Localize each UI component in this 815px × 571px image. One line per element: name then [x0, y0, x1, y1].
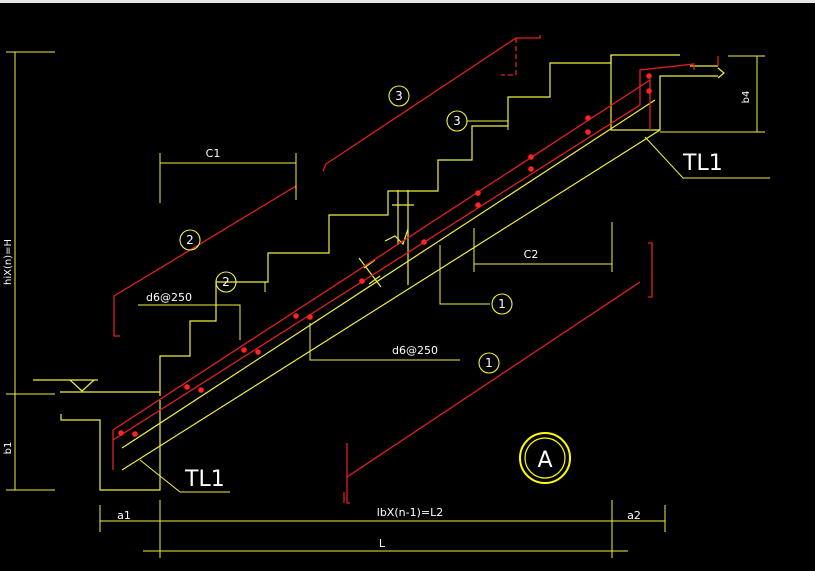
- label-d6-top: d6@250: [146, 291, 192, 304]
- rebar-dot: [585, 115, 591, 121]
- rebar-dots: [118, 73, 652, 437]
- window-top-border: [0, 0, 815, 3]
- rebar-1-hook: [648, 242, 653, 298]
- callout-c1-mid: [491, 293, 513, 315]
- label-a2: a2: [627, 509, 641, 522]
- rebar-dot: [184, 384, 190, 390]
- rebar-dot: [585, 129, 591, 135]
- label-c1: C1: [206, 147, 221, 160]
- section-mark-text: A: [537, 448, 552, 473]
- label-h-left: hiX(n)=H: [3, 239, 14, 285]
- slab-soffit-line: [121, 129, 661, 471]
- rebar-dot: [198, 387, 204, 393]
- thickness-tick-1: [363, 259, 376, 269]
- label-tl1-bottom: TL1: [184, 467, 225, 492]
- main-rebar-top: [112, 63, 695, 441]
- callout-c2-top-text: 2: [186, 233, 194, 247]
- rebar-1-detail: [346, 443, 350, 504]
- callout-c2-top: [179, 229, 201, 251]
- ground-triangle-bottom: [69, 379, 95, 392]
- label-c2: C2: [524, 248, 539, 261]
- leader-c1-mid: [439, 245, 490, 305]
- leader-tl1-bottom: [139, 459, 230, 493]
- rebar-2-detail: [113, 184, 297, 337]
- rebar-dot: [646, 88, 652, 94]
- rebar-dot: [475, 190, 481, 196]
- rebar-dot: [528, 154, 534, 160]
- joint-break: [384, 228, 409, 246]
- rebar-dot: [475, 202, 481, 208]
- rebar-dot: [421, 239, 427, 245]
- rebar-1-line: [346, 281, 641, 478]
- rebar-dot: [293, 313, 299, 319]
- rebar-dot: [241, 347, 247, 353]
- callout-c3-mid: [446, 110, 468, 132]
- top-step-mark: [717, 67, 725, 79]
- callout-c1-bottom-text: 1: [485, 356, 493, 370]
- rebar-dot: [528, 166, 534, 172]
- rebar-dot: [307, 314, 313, 320]
- callout-c2-mid-text: 2: [222, 275, 230, 289]
- leader-tl1-top: [644, 136, 770, 179]
- leader-d6-top: [138, 304, 241, 340]
- rebar-dot: [255, 349, 261, 355]
- drawing-labels: C1 C2 d6@250 d6@250 TL1 TL1 a1 a2 lbX(n-…: [3, 91, 752, 550]
- callout-circles: [179, 85, 513, 374]
- rebar-group: [112, 35, 719, 504]
- leader-c2-mid: [236, 281, 266, 292]
- callout-c3-top-text: 3: [395, 89, 403, 103]
- label-l: L: [379, 537, 386, 550]
- label-b4: b4: [741, 91, 752, 104]
- slab-soffit-line-2: [121, 99, 656, 449]
- section-mark-outer: [519, 432, 571, 484]
- leader-d6-mid: [309, 323, 460, 361]
- main-rebar-bottom: [112, 78, 651, 470]
- callout-c1-bottom: [478, 352, 500, 374]
- callout-numbers: 3 3 2 2 1 1: [186, 89, 506, 370]
- callout-c1-mid-text: 1: [498, 297, 506, 311]
- thickness-tick-2: [368, 275, 381, 285]
- rebar-dot: [132, 431, 138, 437]
- leader-c3-mid: [467, 120, 509, 130]
- label-a1: a1: [117, 509, 131, 522]
- rebar-dot: [646, 73, 652, 79]
- label-d6-mid: d6@250: [392, 344, 438, 357]
- label-b1: b1: [3, 442, 14, 455]
- label-l2: lbX(n-1)=L2: [377, 506, 443, 519]
- stair-step-profile: [159, 54, 680, 396]
- callout-c3-mid-text: 3: [453, 114, 461, 128]
- label-tl1-top: TL1: [682, 151, 723, 176]
- callout-c3-top: [388, 85, 410, 107]
- bottom-beam-tl1: [60, 400, 161, 491]
- thickness-mark: [358, 257, 382, 288]
- rebar-dot: [359, 278, 365, 284]
- section-mark: A: [519, 432, 571, 484]
- rebar-dot: [118, 430, 124, 436]
- rebar-3-hook: [501, 38, 517, 76]
- section-mark-inner: [524, 437, 566, 479]
- dimension-lines: [6, 51, 770, 558]
- stair-concrete-outline: [33, 54, 725, 491]
- callout-c2-mid: [215, 271, 237, 293]
